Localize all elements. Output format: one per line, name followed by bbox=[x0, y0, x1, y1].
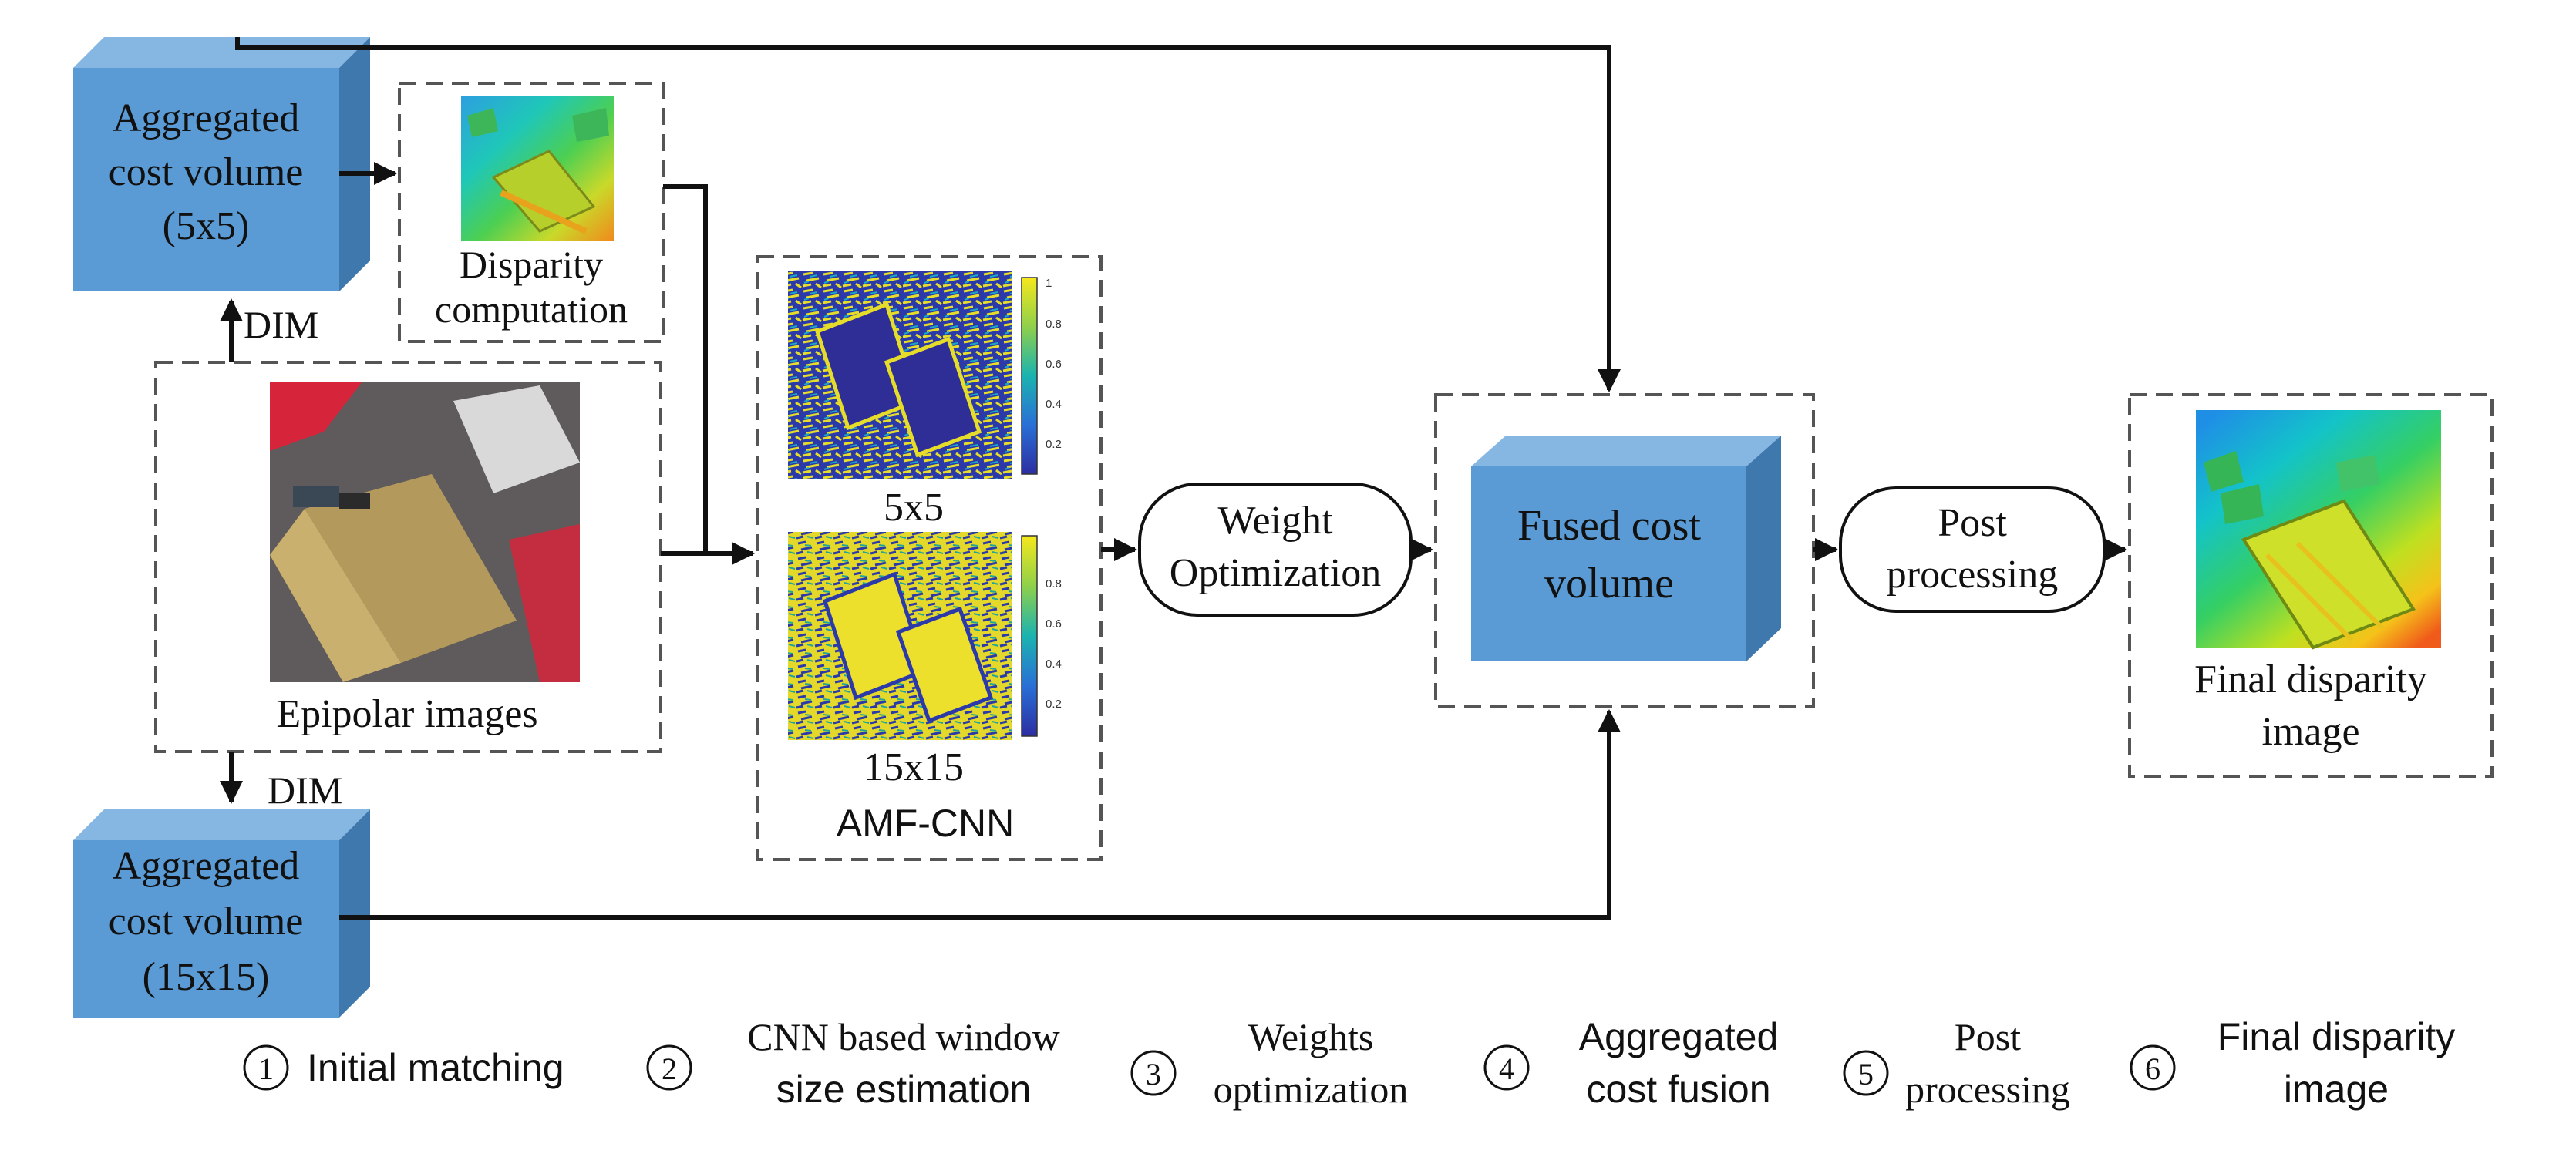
cube-side-face bbox=[339, 37, 370, 291]
cost-volume-5x5-block: Aggregated cost volume (5x5) bbox=[73, 37, 370, 291]
epipolar-image-photo bbox=[270, 382, 580, 682]
step-label-line1: Post bbox=[1955, 1015, 2021, 1058]
cube-side-face bbox=[339, 809, 370, 1018]
step-number: 6 bbox=[2145, 1051, 2160, 1086]
cost-volume-15x15-block: Aggregated cost volume (15x15) bbox=[73, 809, 370, 1018]
epipolar-images-label: Epipolar images bbox=[276, 692, 537, 736]
weight-optimization-line2: Optimization bbox=[1170, 551, 1381, 595]
colorbar-15x15-tick: 0.2 bbox=[1046, 698, 1062, 711]
arrow-disparity-to-amf-cnn bbox=[663, 184, 755, 565]
step-label-line2: cost fusion bbox=[1586, 1068, 1770, 1111]
step-number: 4 bbox=[1499, 1051, 1514, 1086]
step-3: 3 Weights optimization bbox=[1130, 1015, 1409, 1111]
map-roof-shape bbox=[895, 606, 994, 724]
amf-cnn-box: 1 0.8 0.6 0.4 0.2 5x5 0.8 0.6 0.4 0.2 15… bbox=[756, 255, 1103, 861]
step-6: 6 Final disparity image bbox=[2130, 1015, 2455, 1111]
connectors bbox=[220, 37, 2127, 920]
colorbar-5x5-tick: 0.4 bbox=[1046, 398, 1062, 411]
epipolar-images-border bbox=[154, 361, 662, 753]
step-5: 5 Post processing bbox=[1843, 1015, 2070, 1111]
window-map-5x5-label: 5x5 bbox=[884, 486, 944, 530]
cost-volume-15x15-line3: (15x15) bbox=[143, 955, 270, 999]
post-processing-process: Post processing bbox=[1839, 486, 2106, 613]
final-disparity-box: Final disparity image bbox=[2128, 393, 2494, 778]
cube-front-face bbox=[73, 68, 339, 291]
cube-top-face bbox=[1471, 436, 1781, 466]
colorbar-5x5-tick: 0.6 bbox=[1046, 358, 1062, 371]
weight-optimization-process: Weight Optimization bbox=[1138, 483, 1413, 617]
final-disparity-line1: Final disparity bbox=[2194, 658, 2427, 701]
circled-number-icon bbox=[646, 1044, 692, 1091]
colorbar-5x5-tick: 0.2 bbox=[1046, 438, 1062, 451]
epipolar-images-box: Epipolar images bbox=[154, 361, 662, 753]
disparity-thumbnail bbox=[461, 96, 614, 241]
cost-volume-5x5-line1: Aggregated bbox=[113, 96, 300, 140]
circled-number-icon bbox=[1130, 1050, 1177, 1096]
colorbar-15x15 bbox=[1021, 535, 1038, 737]
colorbar-5x5-tick: 1 bbox=[1046, 277, 1052, 290]
step-label-line1: CNN based window bbox=[747, 1015, 1060, 1058]
dim-label-bottom: DIM bbox=[268, 769, 342, 812]
step-label-line2: optimization bbox=[1214, 1068, 1409, 1111]
post-processing-line2: processing bbox=[1887, 553, 2058, 597]
step-label-line1: Aggregated bbox=[1579, 1015, 1779, 1058]
cube-top-face bbox=[73, 37, 370, 68]
disparity-computation-border bbox=[398, 82, 665, 343]
step-number: 3 bbox=[1146, 1057, 1161, 1092]
step-4: 4 Aggregated cost fusion bbox=[1483, 1015, 1779, 1111]
step-label-line1: Final disparity bbox=[2217, 1015, 2455, 1058]
post-processing-line1: Post bbox=[1938, 501, 2007, 545]
final-disparity-line2: image bbox=[2261, 710, 2359, 754]
circled-number-icon bbox=[2130, 1044, 2176, 1091]
final-disparity-thumbnail bbox=[2196, 410, 2441, 650]
step-1: 1 Initial matching bbox=[243, 1044, 564, 1091]
circled-number-icon bbox=[1843, 1050, 1889, 1096]
step-label-line2: processing bbox=[1905, 1068, 2070, 1111]
disparity-computation-box: Disparity computation bbox=[398, 82, 665, 343]
fused-cost-volume-line2: volume bbox=[1544, 560, 1674, 607]
step-number: 2 bbox=[662, 1051, 677, 1086]
window-map-15x15-label: 15x15 bbox=[864, 745, 964, 789]
map-roof-shape bbox=[884, 336, 982, 458]
colorbar-5x5-tick: 0.8 bbox=[1046, 318, 1062, 331]
step-number: 5 bbox=[1858, 1057, 1874, 1092]
fused-cost-volume-line1: Fused cost bbox=[1517, 502, 1701, 550]
disparity-computation-line1: Disparity bbox=[460, 243, 603, 286]
cost-volume-15x15-line1: Aggregated bbox=[113, 844, 300, 888]
colorbar-15x15-tick: 0.4 bbox=[1046, 658, 1062, 671]
dim-label-top: DIM bbox=[244, 303, 318, 346]
step-label-line1: Weights bbox=[1248, 1015, 1374, 1058]
step-label-line2: image bbox=[2284, 1068, 2389, 1111]
step-legend: 1 Initial matching 2 CNN based window si… bbox=[243, 1015, 2455, 1111]
arrow-cost-15x15-to-fused bbox=[339, 709, 1621, 920]
fused-cost-volume-box: Fused cost volume bbox=[1434, 393, 1815, 708]
cube-side-face bbox=[1746, 436, 1781, 661]
colorbar-15x15-tick: 0.6 bbox=[1046, 617, 1062, 631]
step-label: Initial matching bbox=[307, 1046, 564, 1089]
amf-cnn-border bbox=[756, 255, 1103, 861]
cost-volume-5x5-line2: cost volume bbox=[109, 150, 304, 194]
circled-number-icon bbox=[1483, 1044, 1530, 1091]
cost-volume-15x15-line2: cost volume bbox=[109, 900, 304, 944]
arrow-cost-5x5-to-fused bbox=[235, 37, 1621, 392]
amf-cnn-title: AMF-CNN bbox=[837, 802, 1015, 845]
cube-top-face bbox=[73, 809, 370, 840]
weight-optimization-line1: Weight bbox=[1218, 499, 1333, 543]
colorbar-5x5 bbox=[1021, 277, 1038, 475]
step-number: 1 bbox=[258, 1051, 274, 1086]
disparity-computation-line2: computation bbox=[435, 288, 628, 331]
step-2: 2 CNN based window size estimation bbox=[646, 1015, 1060, 1111]
colorbar-15x15-tick: 0.8 bbox=[1046, 577, 1062, 590]
circled-number-icon bbox=[243, 1044, 289, 1091]
final-disparity-border bbox=[2128, 393, 2494, 778]
step-label-line2: size estimation bbox=[776, 1068, 1032, 1111]
cube-front-face bbox=[73, 840, 339, 1018]
cube-front-face bbox=[1471, 466, 1746, 661]
cost-volume-5x5-line3: (5x5) bbox=[163, 204, 250, 248]
